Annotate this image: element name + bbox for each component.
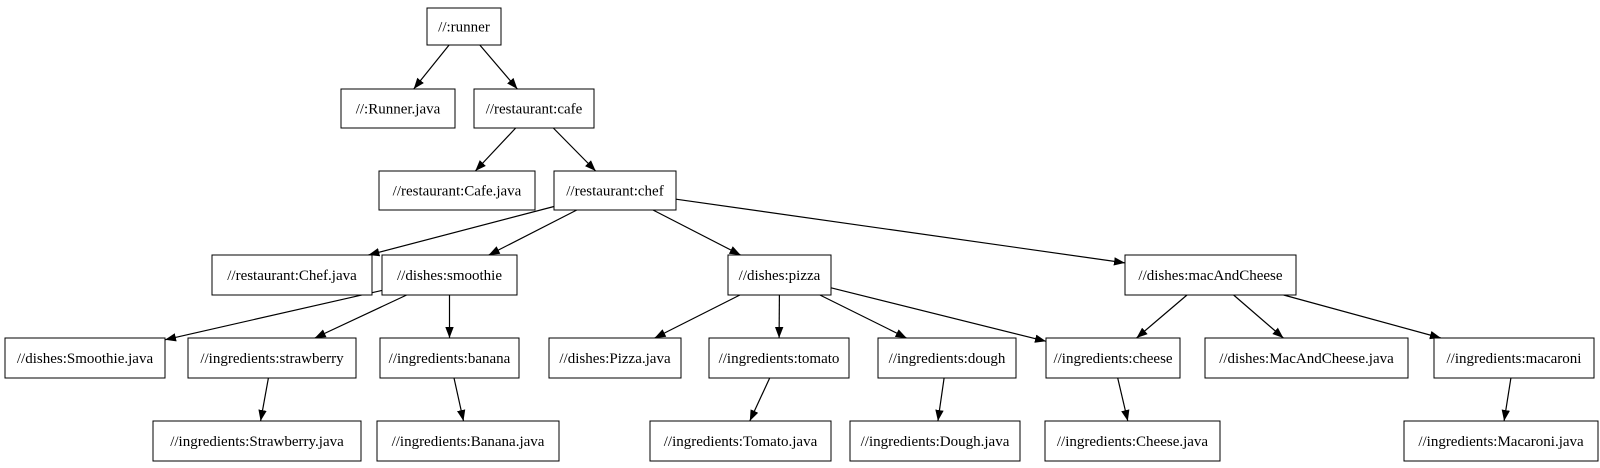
graph-node-box	[473, 88, 595, 129]
graph-edge-pizza-pizza_java	[654, 294, 741, 339]
graph-node-label: //ingredients:cheese	[1053, 351, 1172, 367]
graph-node-box	[649, 420, 832, 462]
graph-node-cafe_java: //restaurant:Cafe.java	[378, 170, 536, 211]
graph-node-label: //:Runner.java	[356, 102, 441, 118]
graph-node-label: //dishes:Pizza.java	[559, 351, 671, 367]
graph-node-label: //dishes:macAndCheese	[1138, 268, 1282, 284]
graph-node-label: //ingredients:tomato	[719, 351, 840, 367]
graph-node-label: //restaurant:Cafe.java	[393, 184, 522, 200]
graph-node-cafe: //restaurant:cafe	[473, 88, 595, 129]
graph-node-box	[378, 170, 536, 211]
graph-node-box	[187, 337, 357, 379]
graph-node-label: //restaurant:cafe	[486, 102, 583, 118]
graph-edge-chef-smoothie	[488, 209, 578, 256]
graph-node-label: //ingredients:Cheese.java	[1057, 434, 1209, 450]
graph-node-dough: //ingredients:dough	[877, 337, 1017, 379]
graph-node-box	[376, 420, 560, 462]
graph-node-label: //restaurant:chef	[566, 184, 663, 200]
graph-node-macaroni: //ingredients:macaroni	[1433, 337, 1595, 379]
graph-edge-chef-mac_and_cheese	[675, 198, 1126, 266]
graph-node-box	[381, 254, 518, 296]
graph-edge-banana-banana_java	[453, 377, 466, 422]
graph-node-box	[211, 254, 373, 296]
graph-node-label: //ingredients:strawberry	[200, 351, 344, 367]
graph-node-smoothie: //dishes:smoothie	[381, 254, 518, 296]
graph-node-label: //ingredients:dough	[889, 351, 1006, 367]
graph-node-mac_and_cheese: //dishes:macAndCheese	[1124, 254, 1297, 296]
graph-node-box	[1433, 337, 1595, 379]
graph-node-pizza_java: //dishes:Pizza.java	[548, 337, 682, 379]
graph-node-runner_java: //:Runner.java	[340, 88, 456, 129]
graph-node-label: //ingredients:Banana.java	[392, 434, 545, 450]
graph-node-box	[849, 420, 1021, 462]
graph-edge-smoothie-smoothie_java	[164, 289, 383, 342]
graph-node-box	[426, 7, 502, 46]
graph-node-label: //ingredients:Strawberry.java	[170, 434, 344, 450]
graph-node-box	[1044, 420, 1221, 462]
graph-node-label: //restaurant:Chef.java	[227, 268, 357, 284]
edges-layer	[164, 44, 1512, 422]
graph-edge-cafe-chef	[552, 127, 597, 172]
graph-node-tomato: //ingredients:tomato	[708, 337, 850, 379]
graph-node-label: //dishes:pizza	[739, 268, 821, 284]
graph-node-box	[727, 254, 832, 296]
graph-edge-runner-cafe	[479, 44, 518, 90]
graph-node-box	[548, 337, 682, 379]
graph-edge-mac_and_cheese-mac_java	[1233, 294, 1284, 339]
graph-node-chef: //restaurant:chef	[553, 170, 677, 211]
graph-node-label: //ingredients:banana	[389, 351, 511, 367]
graph-node-box	[4, 337, 166, 379]
graph-node-label: //ingredients:Tomato.java	[664, 434, 818, 450]
graph-node-label: //:runner	[438, 20, 490, 36]
graph-node-dough_java: //ingredients:Dough.java	[849, 420, 1021, 462]
graph-edge-mac_and_cheese-macaroni	[1283, 294, 1442, 340]
graph-edge-chef-pizza	[652, 209, 741, 256]
graph-node-box	[1124, 254, 1297, 296]
graph-node-cheese_java: //ingredients:Cheese.java	[1044, 420, 1221, 462]
graph-node-banana_java: //ingredients:Banana.java	[376, 420, 560, 462]
graph-edge-macaroni-macaroni_java	[1501, 377, 1512, 422]
graph-node-box	[1045, 337, 1181, 379]
graph-node-strawberry: //ingredients:strawberry	[187, 337, 357, 379]
graph-edge-pizza-dough	[819, 294, 907, 339]
graph-node-mac_java: //dishes:MacAndCheese.java	[1204, 337, 1409, 379]
graph-edge-smoothie-strawberry	[314, 294, 407, 339]
graph-node-box	[708, 337, 850, 379]
graph-node-label: //ingredients:macaroni	[1447, 351, 1582, 367]
graph-node-cheese: //ingredients:cheese	[1045, 337, 1181, 379]
graph-node-box	[340, 88, 456, 129]
graph-node-runner: //:runner	[426, 7, 502, 46]
graph-node-banana: //ingredients:banana	[379, 337, 520, 379]
graph-node-smoothie_java: //dishes:Smoothie.java	[4, 337, 166, 379]
graph-node-pizza: //dishes:pizza	[727, 254, 832, 296]
graph-edge-cafe-cafe_java	[474, 127, 517, 172]
graph-node-box	[877, 337, 1017, 379]
graph-node-label: //dishes:MacAndCheese.java	[1219, 351, 1394, 367]
graph-edge-chef-chef_java	[368, 205, 555, 257]
graph-node-label: //dishes:Smoothie.java	[17, 351, 154, 367]
graph-node-chef_java: //restaurant:Chef.java	[211, 254, 373, 296]
graph-node-strawberry_java: //ingredients:Strawberry.java	[152, 420, 362, 462]
graph-node-tomato_java: //ingredients:Tomato.java	[649, 420, 832, 462]
graph-node-label: //dishes:smoothie	[397, 268, 502, 284]
graph-node-box	[1204, 337, 1409, 379]
graph-node-label: //ingredients:Dough.java	[861, 434, 1010, 450]
graph-edge-pizza-cheese	[830, 287, 1047, 343]
graph-edge-cheese-cheese_java	[1117, 377, 1130, 422]
graph-edge-runner-runner_java	[413, 44, 450, 90]
graph-edge-strawberry-strawberry_java	[258, 377, 269, 422]
graph-node-label: //ingredients:Macaroni.java	[1418, 434, 1584, 450]
graph-node-macaroni_java: //ingredients:Macaroni.java	[1403, 420, 1599, 462]
graph-edge-dough-dough_java	[935, 377, 945, 422]
graph-node-box	[379, 337, 520, 379]
graph-node-box	[553, 170, 677, 211]
graph-edge-mac_and_cheese-cheese	[1136, 294, 1188, 339]
graph-edge-tomato-tomato_java	[749, 377, 771, 422]
graph-node-box	[152, 420, 362, 462]
graph-node-box	[1403, 420, 1599, 462]
nodes-layer: //:runner //:Runner.java //restaurant:cafe…	[4, 7, 1599, 462]
